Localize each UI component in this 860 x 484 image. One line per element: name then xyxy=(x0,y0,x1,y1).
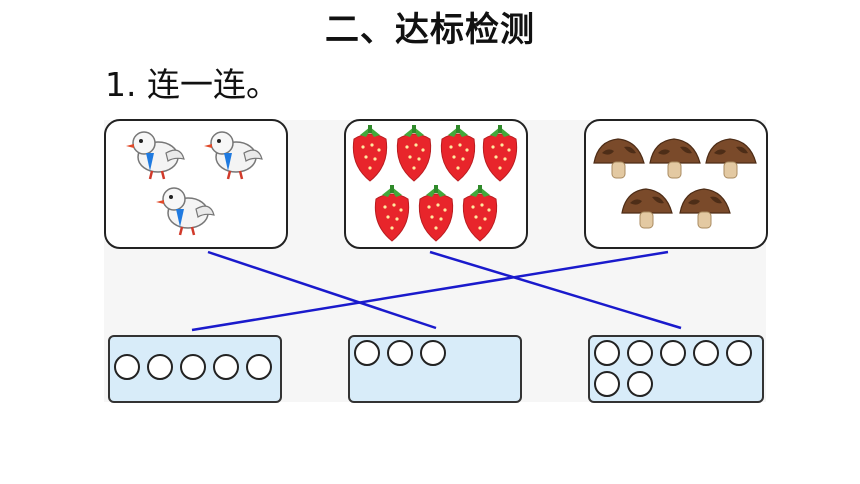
section-title: 二、达标检测 xyxy=(325,10,535,50)
strawberry-icon xyxy=(440,125,476,182)
dot-circle xyxy=(660,340,686,366)
question-label: 1. 连一连。 xyxy=(105,65,279,104)
strawberry-icon xyxy=(462,185,498,242)
strawberry-icon xyxy=(418,185,454,242)
bird-icon xyxy=(156,187,215,236)
dot-circle xyxy=(180,354,206,380)
dot-circle xyxy=(594,340,620,366)
mushroom-icon xyxy=(679,188,731,229)
mushroom-icon xyxy=(705,138,757,179)
bird-group-card[interactable] xyxy=(104,119,288,249)
dot-circle xyxy=(627,371,653,397)
dot-circle xyxy=(594,371,620,397)
dot-group-card-three[interactable] xyxy=(348,335,522,403)
dot-group-card-five[interactable] xyxy=(108,335,282,403)
mushroom-icon xyxy=(649,138,701,179)
bird-icon xyxy=(126,131,185,180)
connection-line-mushrooms-to-five xyxy=(191,250,669,332)
dot-circle xyxy=(213,354,239,380)
dot-circle xyxy=(114,354,140,380)
dot-circle xyxy=(693,340,719,366)
connection-line-strawberries-to-seven xyxy=(429,250,682,330)
strawberry-icon xyxy=(374,185,410,242)
mushroom-group-card[interactable] xyxy=(584,119,768,249)
connection-line-birds-to-seven xyxy=(207,250,437,330)
dot-circle xyxy=(246,354,272,380)
bird-icon xyxy=(204,131,263,180)
mushroom-icon xyxy=(593,138,645,179)
dot-circle xyxy=(420,340,446,366)
dot-circle xyxy=(627,340,653,366)
strawberry-group-card[interactable] xyxy=(344,119,528,249)
dot-circle xyxy=(354,340,380,366)
dot-circle xyxy=(147,354,173,380)
dot-circle xyxy=(726,340,752,366)
dot-group-card-seven[interactable] xyxy=(588,335,764,403)
mushroom-icon xyxy=(621,188,673,229)
strawberry-icon xyxy=(396,125,432,182)
dot-circle xyxy=(387,340,413,366)
strawberry-icon xyxy=(482,125,518,182)
strawberry-icon xyxy=(352,125,388,182)
